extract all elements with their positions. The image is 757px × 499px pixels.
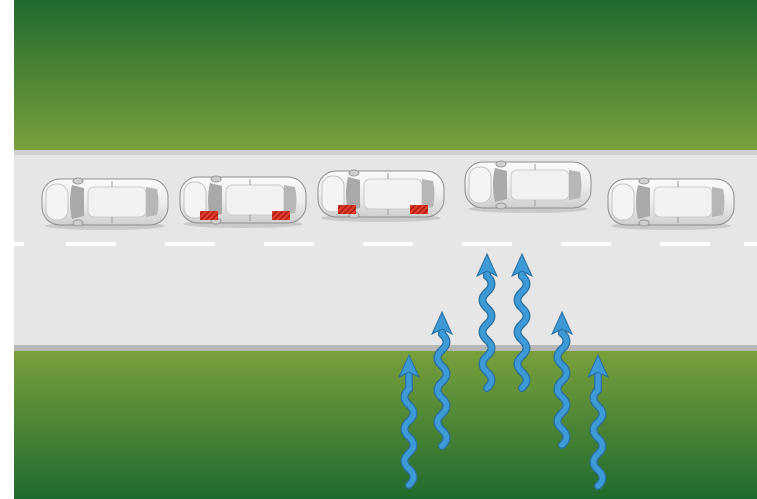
brake-light: [200, 211, 218, 220]
lane-dash: [660, 242, 710, 246]
lane-dash: [744, 242, 757, 246]
car-4: [465, 161, 591, 213]
road-edge-bottom: [14, 345, 757, 351]
car-1: [42, 178, 168, 230]
car-5: [608, 178, 734, 230]
lane-dash: [264, 242, 314, 246]
lane-dash: [561, 242, 611, 246]
lane-dash: [14, 242, 24, 246]
grass-top: [14, 0, 757, 150]
brake-light: [410, 205, 428, 214]
lane-dash: [165, 242, 215, 246]
car-3: [318, 170, 444, 222]
grass-bottom: [14, 350, 757, 499]
lane-dash: [363, 242, 413, 246]
lane-dash: [462, 242, 512, 246]
car-2: [180, 176, 306, 228]
road-edge-top: [14, 150, 757, 155]
brake-light: [338, 205, 356, 214]
lane-dash: [66, 242, 116, 246]
brake-light: [272, 211, 290, 220]
